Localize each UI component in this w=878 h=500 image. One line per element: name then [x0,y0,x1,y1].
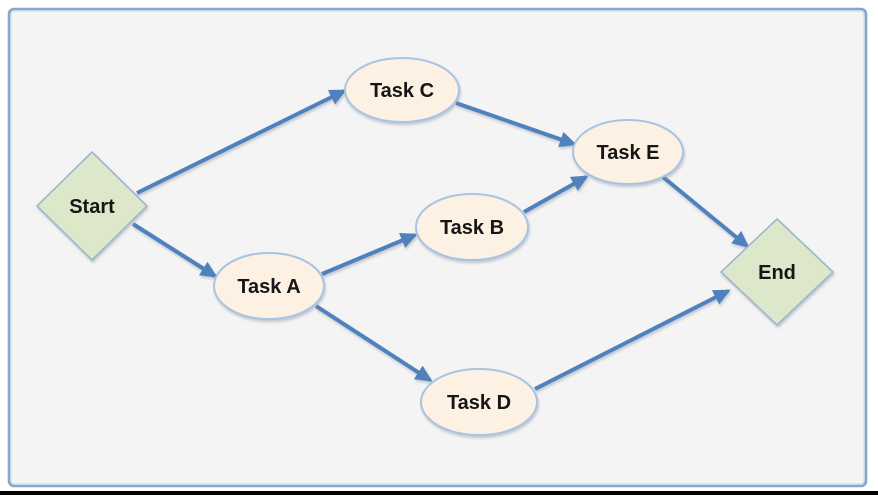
task-c-label: Task C [370,80,434,102]
start-label: Start [69,196,115,218]
node-task-a[interactable]: Task A [213,252,325,320]
edges-layer [131,89,750,391]
task-e-label: Task E [597,142,660,164]
task-a-label: Task A [237,276,300,298]
start-shape[interactable] [35,150,149,262]
task-a-shape[interactable] [213,252,325,320]
nodes-layer: Start Task C Task E Task B Task A Task D End [35,57,835,436]
node-task-d[interactable]: Task D [420,368,538,436]
task-e-shape[interactable] [572,119,684,185]
node-task-b[interactable]: Task B [415,193,529,261]
node-start[interactable]: Start [35,150,149,262]
edge-task-b-to-task-e [523,175,589,214]
edge-task-a-to-task-b [321,233,418,276]
task-b-shape[interactable] [415,193,529,261]
node-task-c[interactable]: Task C [344,57,460,123]
edge-task-e-to-end [661,175,750,248]
task-c-shape[interactable] [344,57,460,123]
edge-task-d-to-end [534,289,731,391]
edge-task-c-to-task-e [455,101,577,147]
edge-start-to-task-a [131,222,218,278]
task-d-shape[interactable] [420,368,538,436]
node-task-e[interactable]: Task E [572,119,684,185]
task-d-label: Task D [447,392,511,414]
edge-task-a-to-task-d [314,304,433,382]
slide-frame-highlight [10,10,865,485]
end-shape[interactable] [719,217,835,327]
end-label: End [758,262,796,284]
window-bottom-edge [0,491,878,495]
node-end[interactable]: End [719,217,835,327]
task-b-label: Task B [440,217,504,239]
edge-start-to-task-c [136,89,347,195]
